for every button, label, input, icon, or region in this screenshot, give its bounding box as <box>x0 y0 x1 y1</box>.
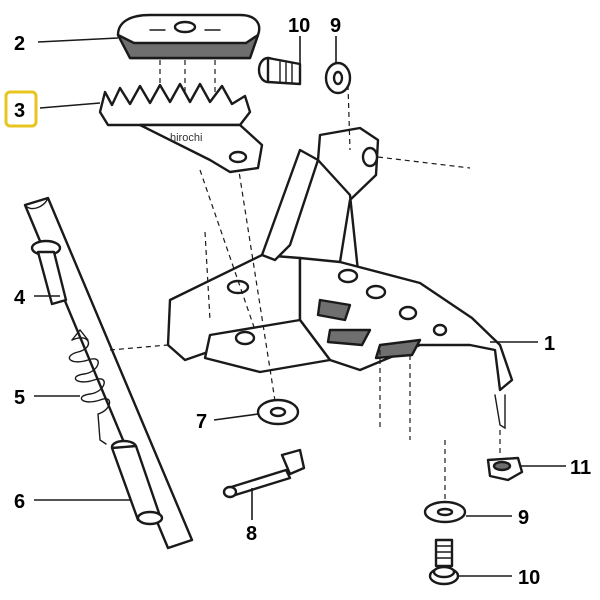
part-5-spring <box>68 328 111 445</box>
callout-9-bottom: 9 <box>518 507 529 529</box>
callout-6: 6 <box>14 491 25 513</box>
callout-5: 5 <box>14 387 25 409</box>
callout-9-top: 9 <box>330 15 341 37</box>
callout-10-bottom: 10 <box>518 567 540 589</box>
assembly-guide-lines <box>109 84 501 500</box>
part-10-bolt-top <box>257 56 302 86</box>
callout-3-highlight <box>4 90 38 128</box>
part-1-bracket <box>166 126 514 430</box>
callout-8: 8 <box>246 523 257 545</box>
part-9-washer-top <box>324 61 352 95</box>
part-8-cotter-pin <box>222 468 292 499</box>
part-11-rubber-bush <box>486 456 524 482</box>
part-9-washer-bottom <box>423 500 467 524</box>
part-7-washer <box>256 398 306 476</box>
part-10-bolt-bottom <box>428 538 460 586</box>
part-3-footpeg-serrated <box>98 82 264 174</box>
callout-3: 3 <box>14 100 25 122</box>
leader-lines <box>34 36 566 577</box>
callout-2: 2 <box>14 33 25 55</box>
callout-11: 11 <box>570 457 591 479</box>
watermark-text: hirochi <box>170 132 202 144</box>
callout-4: 4 <box>14 287 26 309</box>
mounting-rod <box>23 196 194 550</box>
callout-1: 1 <box>544 333 555 355</box>
callout-10-top: 10 <box>288 15 310 37</box>
part-2-footpeg-rubber <box>116 13 261 110</box>
part-6-sleeve <box>110 439 164 526</box>
part-4-pin <box>30 239 68 306</box>
callout-7: 7 <box>196 411 207 433</box>
